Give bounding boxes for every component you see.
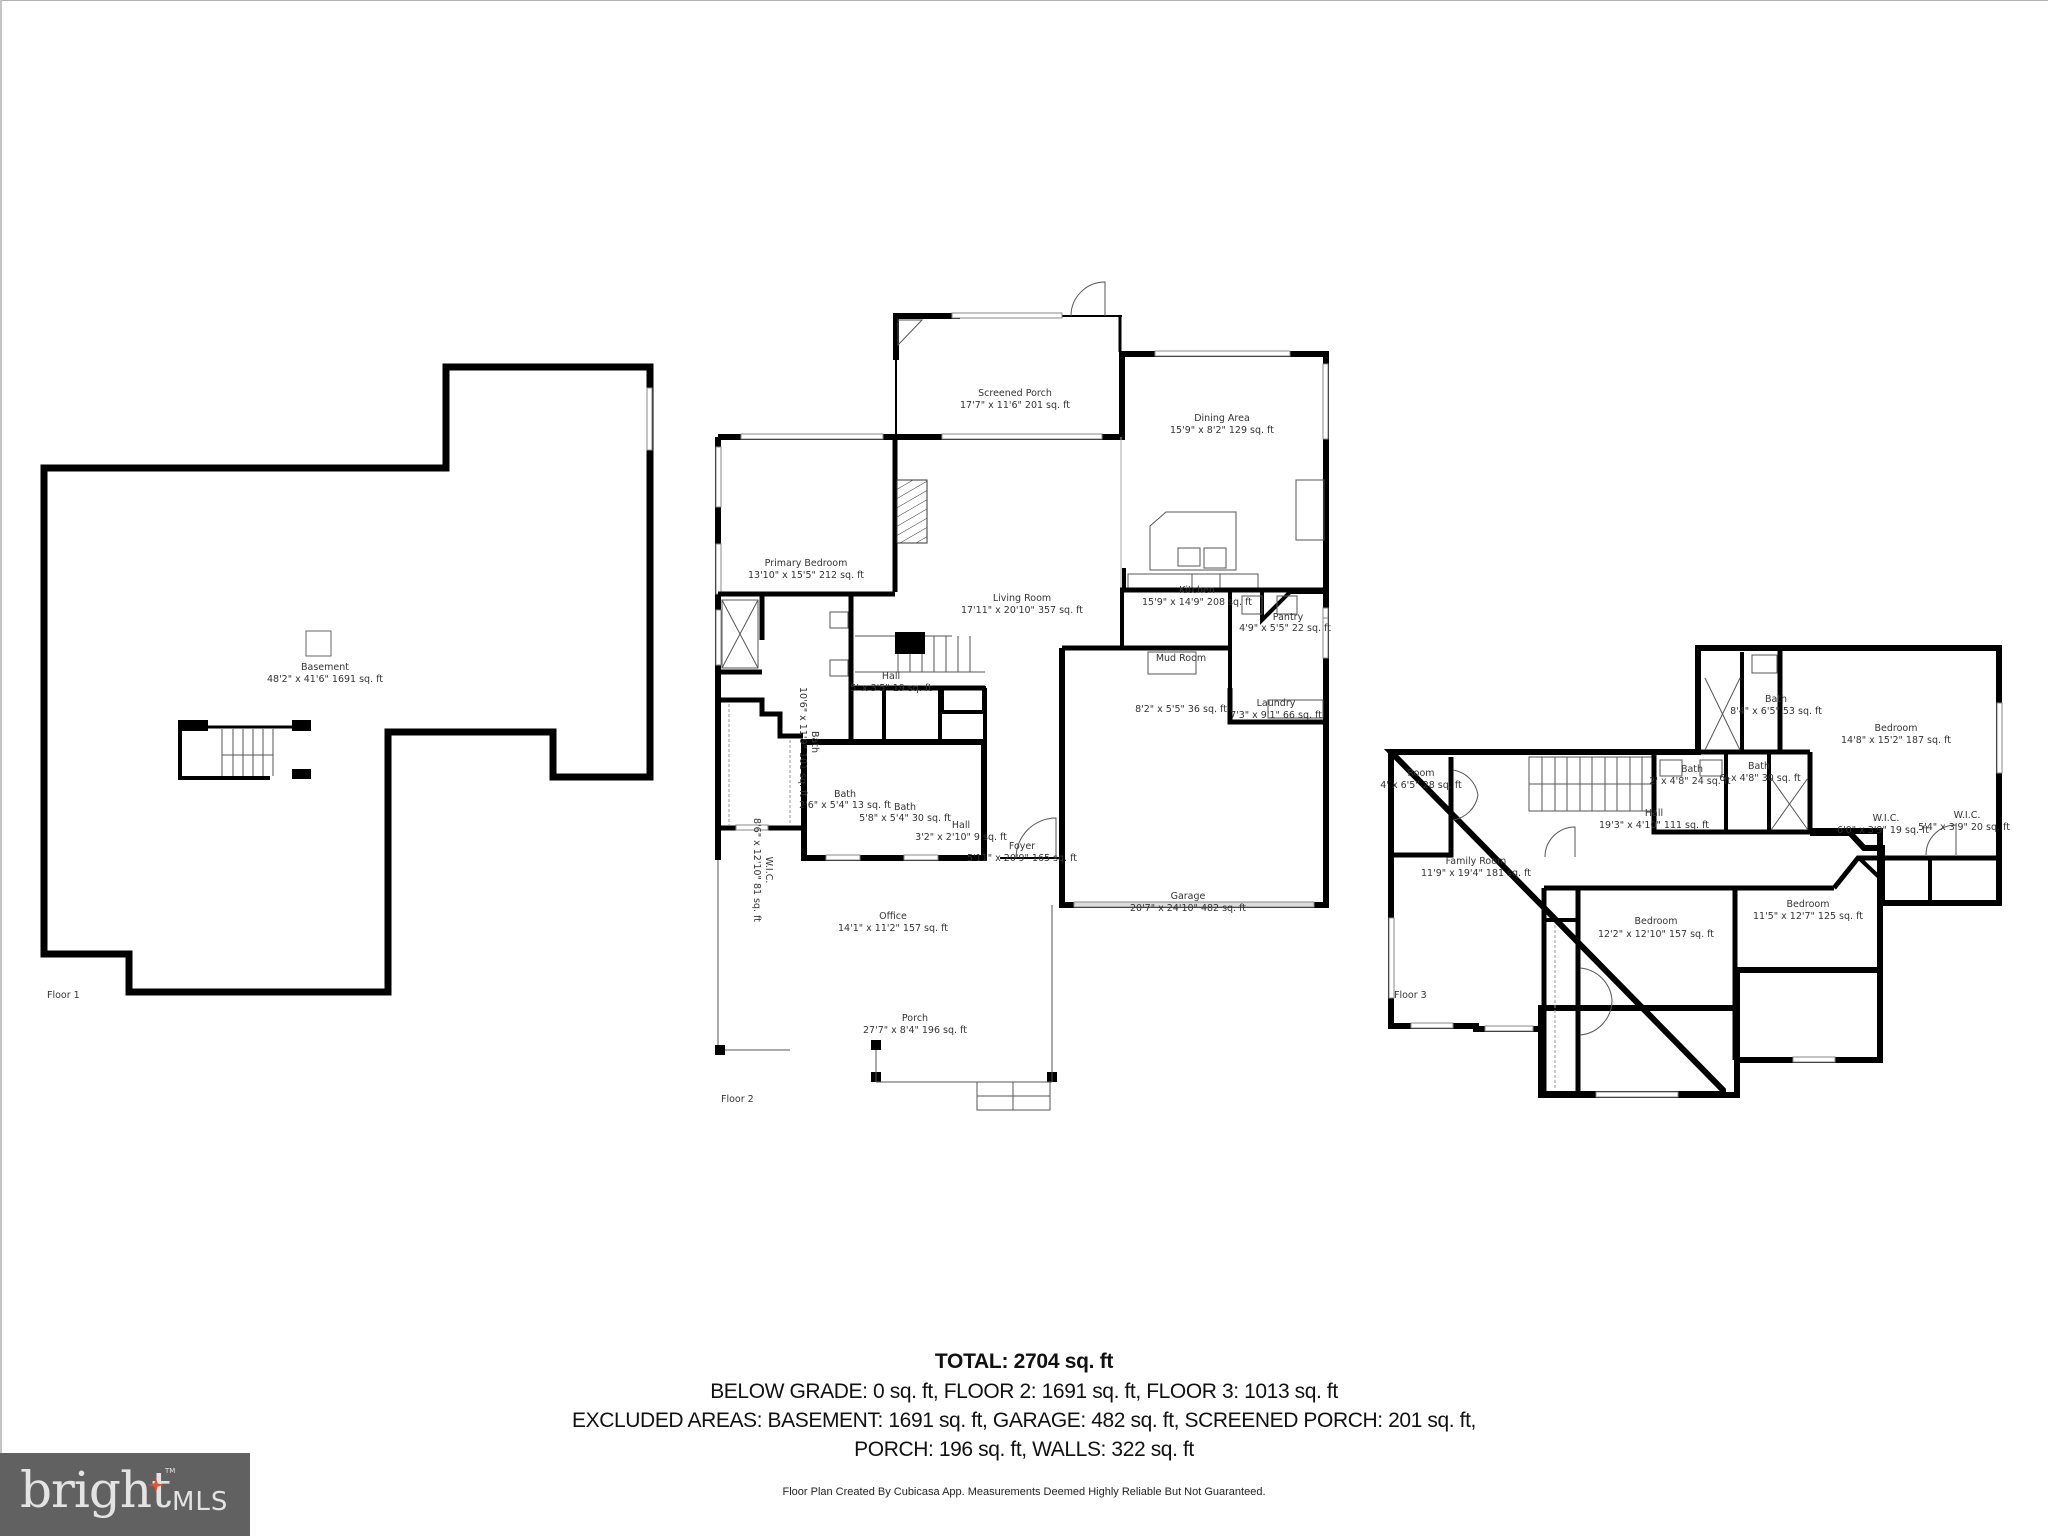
room-dims-screened-porch: 17'7" x 11'6" 201 sq. ft	[960, 400, 1070, 411]
room-dims-wic-floor2: 8'6" x 12'10" 81 sq. ft	[751, 818, 762, 922]
room-name-basement: Basement	[301, 662, 349, 673]
room-dims-porch: 27'7" x 8'4" 196 sq. ft	[863, 1025, 967, 1036]
floor-2-plan: Screened Porch 17'7" x 11'6" 201 sq. ft …	[715, 281, 1331, 1111]
room-dims-bedroom-right-floor3: 11'5" x 12'7" 125 sq. ft	[1753, 911, 1863, 922]
room-name-primary-bath: Bath	[809, 731, 820, 753]
room-dims-bath-master-floor3: 8'4" x 6'5" 53 sq. ft	[1730, 706, 1822, 717]
basement-stair	[178, 720, 311, 780]
room-name-bath-master-floor3: Bath	[1765, 694, 1787, 705]
room-dims-pantry: 4'9" x 5'5" 22 sq. ft	[1239, 623, 1331, 634]
room-name-office: Office	[879, 911, 907, 922]
sparkle-icon	[148, 1477, 164, 1493]
room-name-foyer: Foyer	[1009, 841, 1035, 852]
room-name-porch: Porch	[902, 1013, 928, 1024]
room-dims-wic-b-floor3: 5'4" x 3'9" 20 sq. ft	[1918, 822, 2010, 833]
room-name-room: Room	[1407, 768, 1434, 779]
floor-2-label: Floor 2	[721, 1094, 754, 1105]
total-area: TOTAL: 2704 sq. ft	[934, 1350, 1114, 1373]
room-name-bedroom-mid-floor3: Bedroom	[1635, 916, 1678, 927]
room-dims-bath-a-floor3: 2' x 4'8" 24 sq. ft	[1649, 776, 1731, 787]
room-name-bedroom-right-floor3: Bedroom	[1787, 899, 1830, 910]
page-border-left	[0, 0, 2, 1536]
disclaimer: Floor Plan Created By Cubicasa App. Meas…	[782, 1486, 1266, 1498]
room-dims-primary-bedroom: 13'10" x 15'5" 212 sq. ft	[748, 570, 864, 581]
room-dims-laundry: 7'3" x 9'1" 66 sq. ft	[1230, 710, 1322, 721]
room-dims-mud-room: 8'2" x 5'5" 36 sq. ft	[1135, 704, 1227, 715]
room-name-laundry: Laundry	[1257, 698, 1296, 709]
room-name-family-room: Family Room	[1446, 856, 1507, 867]
room-dims-living-room: 17'11" x 20'10" 357 sq. ft	[961, 605, 1083, 616]
basement-window	[646, 387, 653, 451]
page-border-top	[0, 0, 2048, 1]
room-name-bedroom-primary-floor3: Bedroom	[1875, 723, 1918, 734]
room-name-hall-lower: Hall	[952, 820, 970, 831]
room-name-wic-a-floor3: W.I.C.	[1873, 813, 1900, 824]
logo-trademark: TM	[165, 1467, 176, 1475]
room-name-dining-area: Dining Area	[1194, 413, 1250, 424]
floor-3-plan: Bath 8'4" x 6'5" 53 sq. ft Bedroom 14'8"…	[1380, 645, 2010, 1098]
room-name-mud-room: Mud Room	[1156, 653, 1206, 664]
room-name-kitchen: Kitchen	[1179, 585, 1215, 596]
floor-1-label: Floor 1	[47, 990, 80, 1001]
bright-mls-logo: bright TM MLS	[0, 1453, 250, 1536]
room-dims-hall-upper: 5' x 3'5" 19 sq. ft	[850, 683, 932, 694]
room-name-wic-b-floor3: W.I.C.	[1954, 810, 1981, 821]
logo-wordmark: bright	[20, 1461, 171, 1519]
room-dims-primary-bath: 10'6" x 11'9" 101 sq. ft	[797, 687, 808, 797]
room-name-hall-floor3: Hall	[1645, 808, 1663, 819]
room-dims-wic-a-floor3: 6'0" x 3'9" 19 sq. ft	[1837, 825, 1929, 836]
floor-3-label: Floor 3	[1394, 990, 1427, 1001]
screened-porch-wall	[893, 313, 960, 360]
room-dims-bath-b-floor3: 6' x 4'8" 30 sq. ft	[1719, 773, 1801, 784]
basement-outline	[40, 363, 654, 996]
room-dims-dining-area: 15'9" x 8'2" 129 sq. ft	[1170, 425, 1274, 436]
room-name-screened-porch: Screened Porch	[978, 388, 1052, 399]
room-dims-bedroom-mid-floor3: 12'2" x 12'10" 157 sq. ft	[1598, 929, 1714, 940]
room-dims-family-room: 11'9" x 19'4" 181 sq. ft	[1421, 868, 1531, 879]
floor-1-plan: Basement 48'2" x 41'6" 1691 sq. ft Floor…	[40, 363, 654, 1001]
area-breakdown: BELOW GRADE: 0 sq. ft, FLOOR 2: 1691 sq.…	[710, 1380, 1338, 1403]
room-name-hall-upper: Hall	[882, 671, 900, 682]
room-name-bath-small: Bath	[834, 789, 856, 800]
room-dims-hall-floor3: 19'3" x 4'10" 111 sq. ft	[1599, 820, 1709, 831]
excluded-areas-continued: PORCH: 196 sq. ft, WALLS: 322 sq. ft	[854, 1438, 1194, 1461]
logo-mls-text: MLS	[172, 1487, 229, 1517]
room-dims-office: 14'1" x 11'2" 157 sq. ft	[838, 923, 948, 934]
excluded-areas: EXCLUDED AREAS: BASEMENT: 1691 sq. ft, G…	[572, 1409, 1476, 1432]
room-dims-bath-small: 2'6" x 5'4" 13 sq. ft	[799, 800, 891, 811]
room-name-garage: Garage	[1171, 891, 1206, 902]
room-dims-foyer: 5'11" x 20'9" 165 sq. ft	[967, 853, 1077, 864]
room-dims-bath-half: 5'8" x 5'4" 30 sq. ft	[859, 813, 951, 824]
basement-fixture-icon	[305, 630, 332, 657]
room-name-bath-half: Bath	[894, 802, 916, 813]
room-name-living-room: Living Room	[993, 593, 1051, 604]
room-dims-room: 4' x 6'5" 28 sq. ft	[1380, 780, 1462, 791]
room-dims-garage: 20'7" x 24'10" 482 sq. ft	[1130, 903, 1246, 914]
room-dims-hall-lower: 3'2" x 2'10" 9 sq. ft	[915, 832, 1007, 843]
room-dims-kitchen: 15'9" x 14'9" 208 sq. ft	[1142, 597, 1252, 608]
floor-plan-drawing: Basement 48'2" x 41'6" 1691 sq. ft Floor…	[40, 281, 2010, 1111]
room-name-bath-a-floor3: Bath	[1681, 764, 1703, 775]
room-dims-basement: 48'2" x 41'6" 1691 sq. ft	[267, 674, 383, 685]
room-name-wic-floor2: W.I.C.	[763, 857, 774, 884]
room-dims-bedroom-primary-floor3: 14'8" x 15'2" 187 sq. ft	[1841, 735, 1951, 746]
room-name-bath-b-floor3: Bath	[1748, 761, 1770, 772]
room-name-primary-bedroom: Primary Bedroom	[765, 558, 848, 569]
room-name-pantry: Pantry	[1273, 612, 1304, 623]
